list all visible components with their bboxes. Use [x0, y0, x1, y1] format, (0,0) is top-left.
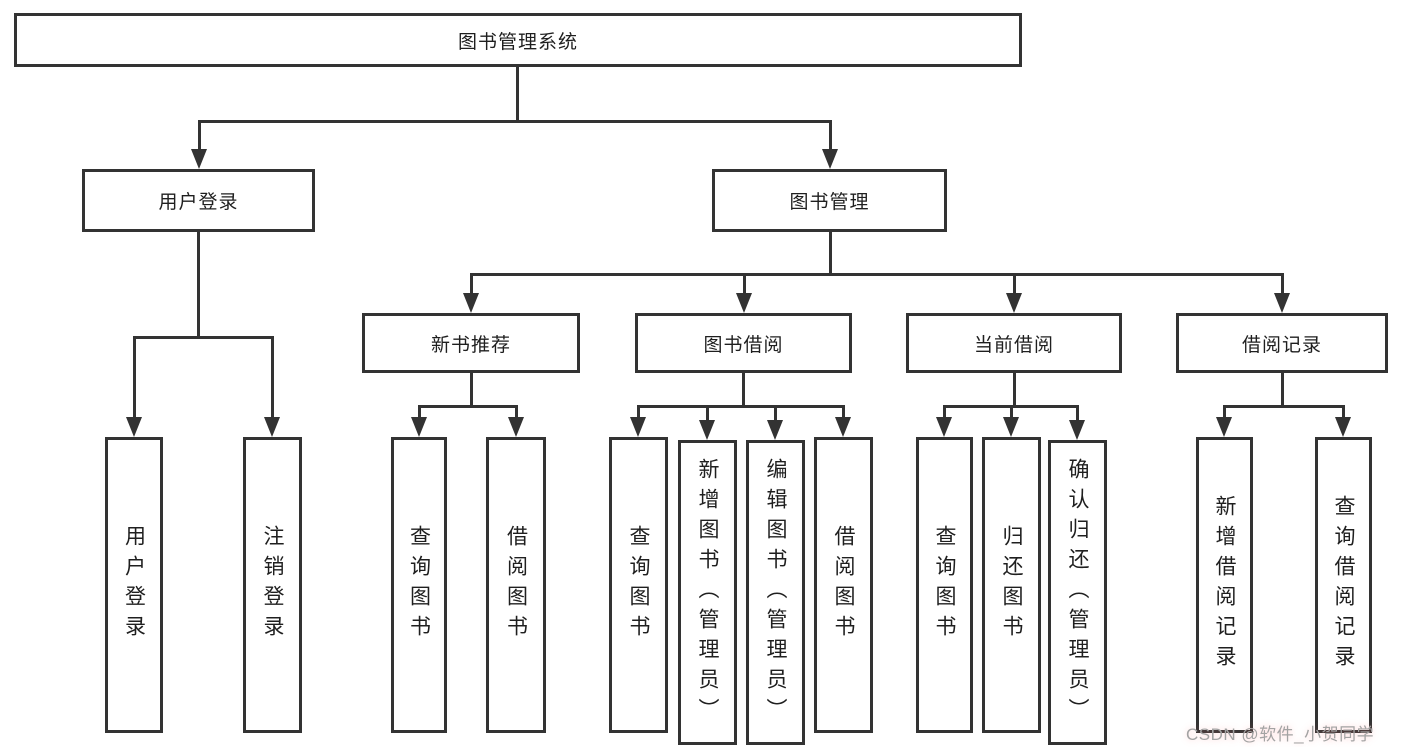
leaf-logout: 注销登录 — [243, 437, 302, 733]
connector-vline — [516, 67, 519, 123]
arrow-down-icon — [822, 149, 838, 169]
arrow-down-icon — [463, 293, 479, 313]
connector-vline — [774, 405, 777, 423]
arrow-down-icon — [767, 420, 783, 440]
node-book-management: 图书管理 — [712, 169, 947, 232]
arrow-down-icon — [264, 417, 280, 437]
arrow-down-icon — [699, 420, 715, 440]
connector-vline — [197, 232, 200, 339]
arrow-down-icon — [1216, 417, 1232, 437]
connector-vline — [637, 405, 640, 420]
connector-vline — [1010, 405, 1013, 420]
connector-vline — [1013, 273, 1016, 297]
leaf-borrow-borrow-books: 借阅图书 — [814, 437, 873, 733]
node-library-system-label: 图书管理系统 — [457, 31, 578, 53]
leaf-newbook-borrow-books: 借阅图书 — [486, 437, 546, 733]
connector-vline — [706, 405, 709, 423]
connector-vline — [271, 336, 274, 420]
node-library-system: 图书管理系统 — [14, 13, 1022, 67]
leaf-records-add-record: 新增借阅记录 — [1196, 437, 1253, 733]
arrow-down-icon — [736, 293, 752, 313]
leaf-current-query-books-label: 查询图书 — [933, 525, 956, 645]
connector-vline — [829, 232, 832, 276]
leaf-borrow-borrow-books-label: 借阅图书 — [832, 525, 855, 645]
leaf-borrow-add-books-admin: 新增图书（管理员） — [678, 440, 737, 745]
leaf-newbook-query-books-label: 查询图书 — [407, 525, 431, 645]
arrow-down-icon — [1274, 293, 1290, 313]
node-book-borrowing: 图书借阅 — [635, 313, 852, 373]
arrow-down-icon — [936, 417, 952, 437]
arrow-down-icon — [835, 417, 851, 437]
connector-vline — [1013, 373, 1016, 408]
node-user-login-label: 用户登录 — [158, 192, 239, 213]
connector-hline — [418, 405, 518, 408]
leaf-user-login: 用户登录 — [105, 437, 163, 733]
leaf-records-query-record-label: 查询借阅记录 — [1332, 495, 1355, 675]
connector-vline — [515, 405, 518, 420]
arrow-down-icon — [1069, 420, 1085, 440]
leaf-current-confirm-return-admin-label: 确认归还（管理员） — [1066, 457, 1089, 728]
node-new-book-recommendation-label: 新书推荐 — [430, 334, 511, 356]
connector-hline — [1223, 405, 1345, 408]
connector-vline — [470, 273, 473, 297]
connector-vline — [133, 336, 136, 420]
leaf-borrow-query-books: 查询图书 — [609, 437, 668, 733]
node-borrowing-records-label: 借阅记录 — [1241, 334, 1322, 356]
node-current-borrowing-label: 当前借阅 — [973, 334, 1054, 356]
leaf-records-add-record-label: 新增借阅记录 — [1213, 495, 1236, 675]
connector-vline — [1281, 373, 1284, 408]
csdn-watermark: CSDN @软件_小贺同学 — [1186, 725, 1375, 744]
connector-vline — [418, 405, 421, 420]
arrow-down-icon — [508, 417, 524, 437]
connector-vline — [829, 120, 832, 152]
leaf-logout-label: 注销登录 — [261, 525, 284, 645]
arrow-down-icon — [1006, 293, 1022, 313]
node-new-book-recommendation: 新书推荐 — [362, 313, 580, 373]
connector-vline — [1342, 405, 1345, 420]
connector-hline — [133, 336, 274, 339]
leaf-borrow-edit-books-admin: 编辑图书（管理员） — [746, 440, 805, 745]
connector-vline — [742, 373, 745, 408]
connector-vline — [1223, 405, 1226, 420]
leaf-borrow-add-books-admin-label: 新增图书（管理员） — [696, 457, 719, 728]
arrow-down-icon — [1003, 417, 1019, 437]
leaf-newbook-borrow-books-label: 借阅图书 — [504, 525, 528, 645]
arrow-down-icon — [191, 149, 207, 169]
node-borrowing-records: 借阅记录 — [1176, 313, 1388, 373]
connector-vline — [743, 273, 746, 297]
connector-vline — [842, 405, 845, 420]
node-book-management-label: 图书管理 — [789, 192, 870, 213]
arrow-down-icon — [1335, 417, 1351, 437]
connector-vline — [198, 120, 201, 152]
leaf-current-return-books: 归还图书 — [982, 437, 1041, 733]
node-book-borrowing-label: 图书借阅 — [703, 334, 784, 356]
leaf-current-confirm-return-admin: 确认归还（管理员） — [1048, 440, 1107, 745]
leaf-records-query-record: 查询借阅记录 — [1315, 437, 1372, 733]
node-user-login: 用户登录 — [82, 169, 315, 232]
arrow-down-icon — [411, 417, 427, 437]
connector-vline — [943, 405, 946, 420]
leaf-newbook-query-books: 查询图书 — [391, 437, 447, 733]
leaf-current-return-books-label: 归还图书 — [1000, 525, 1023, 645]
leaf-user-login-label: 用户登录 — [122, 525, 146, 645]
connector-vline — [1076, 405, 1079, 423]
connector-vline — [470, 373, 473, 408]
connector-hline — [470, 273, 1283, 276]
arrow-down-icon — [630, 417, 646, 437]
connector-hline — [637, 405, 845, 408]
leaf-borrow-query-books-label: 查询图书 — [627, 525, 650, 645]
leaf-current-query-books: 查询图书 — [916, 437, 973, 733]
connector-hline — [198, 120, 832, 123]
node-current-borrowing: 当前借阅 — [906, 313, 1122, 373]
leaf-borrow-edit-books-admin-label: 编辑图书（管理员） — [764, 457, 787, 728]
arrow-down-icon — [126, 417, 142, 437]
connector-vline — [1281, 273, 1284, 297]
